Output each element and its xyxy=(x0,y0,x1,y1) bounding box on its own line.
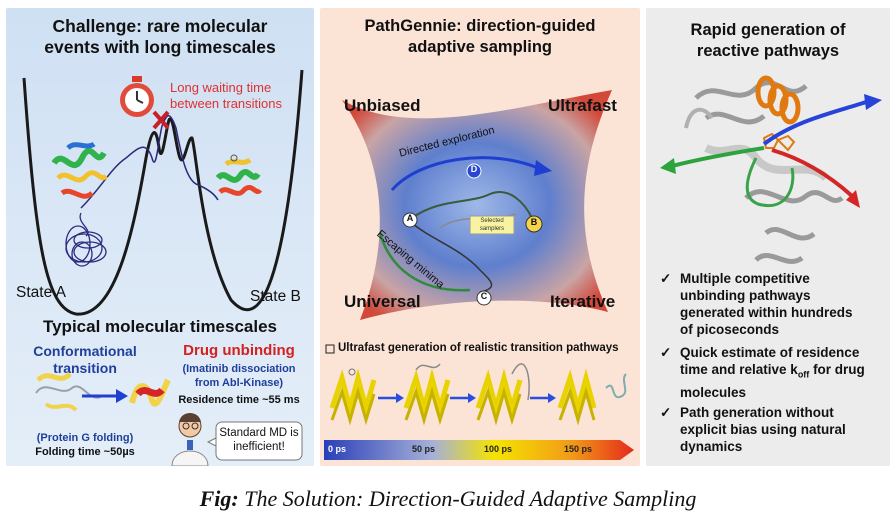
orange-helix xyxy=(755,75,801,125)
snapshot-3 xyxy=(475,363,530,426)
label-a: A xyxy=(406,213,414,223)
timeline-tick-0: 0 ps xyxy=(328,444,347,454)
drug-unbinding-subtitle: (Imatinib dissociation from Abl-Kinase) xyxy=(182,363,296,389)
energy-landscape xyxy=(22,69,304,466)
figure-caption: Fig: The Solution: Direction-Guided Adap… xyxy=(0,486,896,512)
cross-mark-icon xyxy=(152,110,170,130)
pathgennie-landscape xyxy=(324,90,634,460)
corner-iterative: Iterative xyxy=(550,292,616,311)
challenge-panel: Challenge: rare molecular events with lo… xyxy=(6,8,314,466)
snapshot-1 xyxy=(329,368,377,426)
ligand xyxy=(762,132,796,152)
reactive-pathways-panel: Rapid generation of reactive pathways ✓ … xyxy=(646,8,890,466)
marker-a xyxy=(402,212,418,228)
stopwatch-icon xyxy=(120,76,154,117)
green-loop xyxy=(745,157,795,208)
panel3-title: Rapid generation of reactive pathways xyxy=(690,21,846,60)
pathway-arrow-red xyxy=(771,148,854,198)
caption-label: Fig: xyxy=(199,486,239,511)
snapshot-2 xyxy=(403,363,451,426)
waiting-time-label: Long waiting time between transitions xyxy=(170,80,283,111)
drug-unbinding-title: Drug unbinding xyxy=(183,342,295,359)
corner-ultrafast: Ultrafast xyxy=(548,96,617,115)
protein-g-folded xyxy=(129,378,171,407)
protein-g-unfolded xyxy=(35,372,103,412)
marker-c xyxy=(476,290,492,306)
check-icon: ✓ xyxy=(660,345,672,360)
snapshot-4 xyxy=(557,368,627,426)
state-a-label: State A xyxy=(16,284,66,301)
corner-unbiased: Unbiased xyxy=(344,96,421,115)
check-icon: ✓ xyxy=(660,271,672,286)
folding-time-label: Folding time ~50µs xyxy=(35,446,135,458)
pathway-arrow-green xyxy=(671,146,765,168)
marker-b xyxy=(525,215,543,233)
transition-path xyxy=(80,115,219,209)
kinase-structure xyxy=(660,75,882,264)
selected-samplers-label: Selected samplers xyxy=(479,218,505,232)
label-d: D xyxy=(470,164,478,174)
state-b-label: State B xyxy=(250,288,301,305)
trajectory-top xyxy=(411,191,533,219)
scientist-icon xyxy=(171,413,209,466)
unfolded-protein xyxy=(65,212,107,267)
folded-protein-a xyxy=(51,141,108,199)
caption-text: The Solution: Direction-Guided Adaptive … xyxy=(238,486,697,511)
pathway-arrow-blue xyxy=(762,100,867,146)
speech-bubble-text: Standard MD is inefficient! xyxy=(219,427,299,453)
timescales-title: Typical molecular timescales xyxy=(42,317,278,336)
corner-universal: Universal xyxy=(344,292,421,311)
folded-protein-b xyxy=(215,154,263,196)
timeline-tick-100: 100 ps xyxy=(484,444,513,454)
directed-exploration-arrow xyxy=(390,156,539,191)
timeline-bar xyxy=(324,440,634,460)
label-b: B xyxy=(530,217,538,227)
timeline-tick-150: 150 ps xyxy=(564,444,593,454)
marker-d xyxy=(466,163,482,179)
protein-g-label: (Protein G folding) xyxy=(36,432,134,444)
label-c: C xyxy=(480,291,488,301)
check-icon: ✓ xyxy=(660,405,672,420)
energy-curve xyxy=(22,69,304,316)
selected-samplers-box xyxy=(469,215,515,235)
ultrafast-note: Ultrafast generation of realistic transi… xyxy=(338,342,619,354)
pathgennie-panel: PathGennie: direction-guided adaptive sa… xyxy=(320,8,640,466)
timeline-tick-50: 50 ps xyxy=(412,444,436,454)
protein-snapshots xyxy=(329,363,627,426)
escaping-minima-arrow xyxy=(378,232,471,292)
checkbox-icon xyxy=(325,344,335,354)
energy-sheet xyxy=(342,90,612,320)
panel1-title: Challenge: rare molecular events with lo… xyxy=(44,16,276,57)
conformational-transition-label: Conformational transition xyxy=(33,343,137,376)
panel2-title: PathGennie: direction-guided adaptive sa… xyxy=(364,17,596,56)
residence-time-label: Residence time ~55 ms xyxy=(178,394,300,406)
trajectory-lower xyxy=(411,222,493,293)
